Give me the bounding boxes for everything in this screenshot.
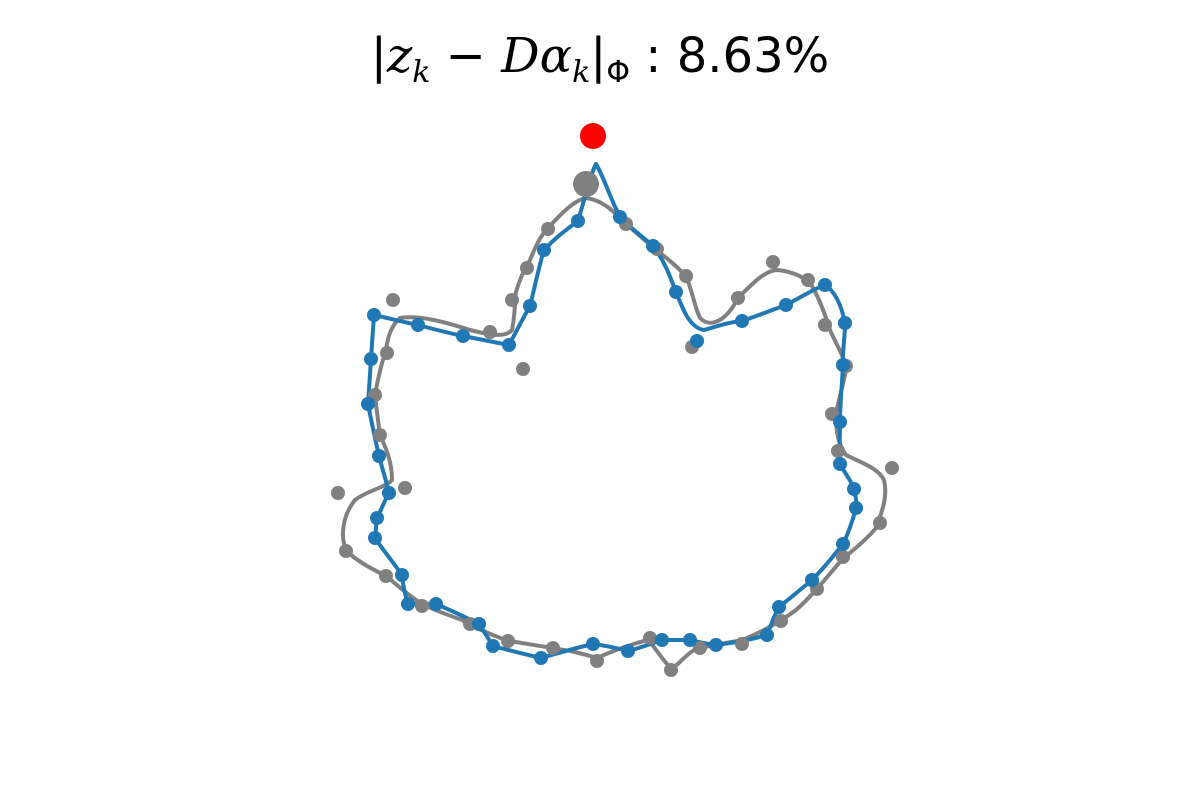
gray-point-5: [380, 346, 394, 360]
blue-point-0: [571, 214, 585, 228]
gray-point-3: [505, 293, 519, 307]
blue-point-14: [836, 537, 850, 551]
gray-point-1: [541, 222, 555, 236]
blue-point-3: [669, 285, 683, 299]
gray-point-12: [415, 599, 429, 613]
blue-point-10: [833, 415, 847, 429]
blue-point-38: [502, 338, 516, 352]
title-d: D: [501, 28, 540, 84]
gray-point-26: [831, 444, 845, 458]
blue-point-2: [646, 239, 660, 253]
title-alpha: α: [539, 28, 573, 84]
blue-point-40: [537, 243, 551, 257]
title-bar-left: |: [370, 28, 387, 84]
blue-point-30: [370, 511, 384, 525]
blue-point-37: [456, 329, 470, 343]
blue-point-39: [523, 299, 537, 313]
blue-point-11: [833, 457, 847, 471]
gray-point-19: [693, 641, 707, 655]
blue-point-13: [849, 501, 863, 515]
gray-large-point: [573, 171, 599, 197]
blue-point-35: [367, 308, 381, 322]
gray-point-18: [664, 663, 678, 677]
blue-point-5: [735, 314, 749, 328]
blue-point-22: [586, 637, 600, 651]
blue-point-33: [361, 397, 375, 411]
blue-point-26: [429, 597, 443, 611]
blue-point-32: [372, 449, 386, 463]
blue-point-8: [838, 316, 852, 330]
gray-point-24: [873, 516, 887, 530]
blue-point-12: [847, 482, 861, 496]
blue-point-18: [709, 638, 723, 652]
blue-point-7: [818, 278, 832, 292]
gray-point-10: [339, 544, 353, 558]
gray-point-30: [801, 273, 815, 287]
gray-point-20: [735, 637, 749, 651]
figure-title: |zk − Dαk|Φ : 8.63%: [0, 28, 1200, 88]
blue-point-29: [368, 531, 382, 545]
gray-point-15: [546, 641, 560, 655]
blue-point-15: [805, 573, 819, 587]
gray-point-14: [501, 634, 515, 648]
blue-point-25: [472, 617, 486, 631]
title-bar-right: |: [590, 28, 607, 84]
blue-point-28: [395, 568, 409, 582]
gray-point-37: [516, 362, 530, 376]
blue-point-24: [486, 639, 500, 653]
blue-point-27: [401, 597, 415, 611]
title-z-sub: k: [412, 55, 431, 90]
gray-point-38: [483, 325, 497, 339]
blue-point-1: [613, 210, 627, 224]
title-z: z: [386, 28, 413, 84]
title-colon: :: [630, 28, 677, 84]
blue-point-9: [836, 358, 850, 372]
blue-contour-line: [366, 162, 859, 660]
gray-point-21: [774, 614, 788, 628]
blue-point-19: [683, 633, 697, 647]
gray-point-4: [386, 293, 400, 307]
blue-point-36: [411, 318, 425, 332]
blue-point-20: [655, 633, 669, 647]
gray-point-25: [885, 461, 899, 475]
title-phi-sub: Φ: [606, 55, 631, 90]
blue-point-4: [690, 334, 704, 348]
gray-contour-line: [341, 196, 888, 670]
blue-point-21: [621, 644, 635, 658]
blue-point-31: [382, 486, 396, 500]
gray-point-34: [679, 269, 693, 283]
title-value: 8.63%: [676, 28, 830, 84]
gray-point-16: [590, 654, 604, 668]
blue-point-6: [779, 298, 793, 312]
blue-point-17: [760, 628, 774, 642]
blue-point-23: [534, 651, 548, 665]
blue-point-34: [364, 352, 378, 366]
title-alpha-sub: k: [572, 55, 591, 90]
gray-point-8: [398, 481, 412, 495]
gray-point-32: [731, 291, 745, 305]
blue-points-group: [361, 210, 863, 665]
gray-point-9: [331, 486, 345, 500]
gray-point-11: [379, 569, 393, 583]
gray-point-23: [836, 550, 850, 564]
gray-point-2: [520, 261, 534, 275]
red-point: [580, 123, 606, 149]
gray-point-7: [373, 428, 387, 442]
gray-point-17: [643, 631, 657, 645]
blue-point-16: [772, 600, 786, 614]
title-minus: −: [430, 28, 502, 84]
gray-point-31: [766, 255, 780, 269]
gray-point-29: [818, 318, 832, 332]
